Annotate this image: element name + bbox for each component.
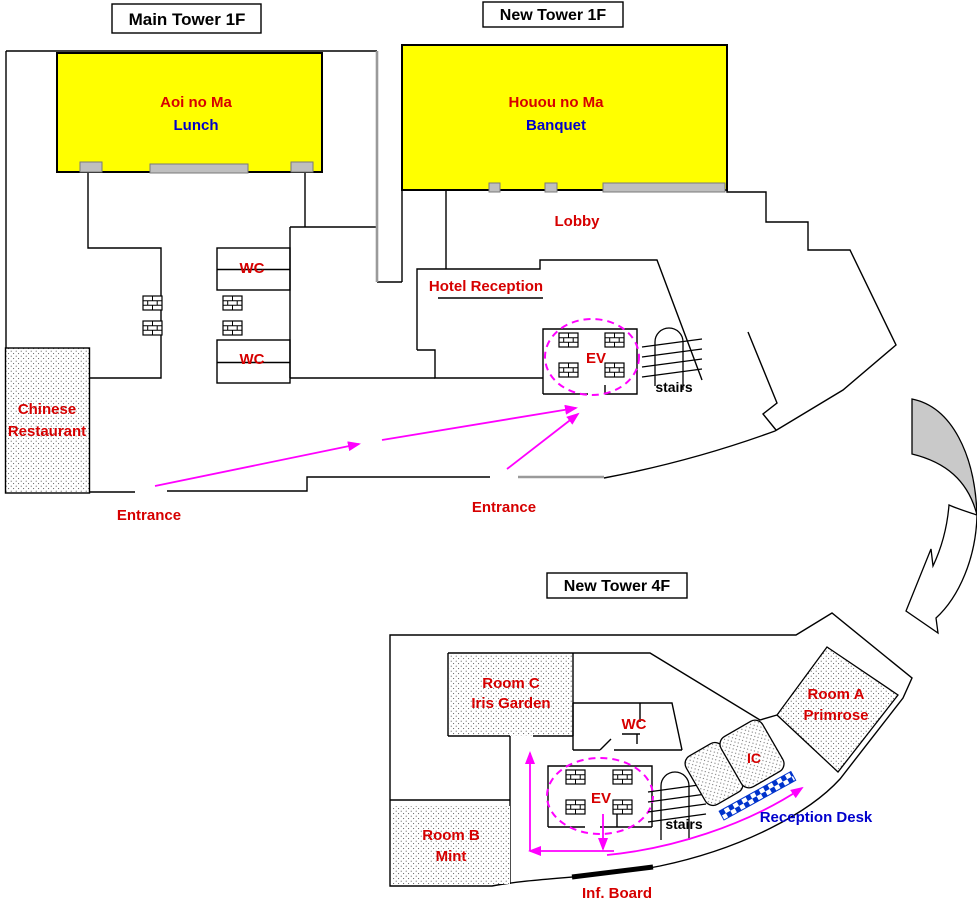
escalator-icon — [142, 295, 243, 336]
label-wc-4f: WC — [622, 716, 647, 733]
room-chinese-restaurant — [4, 347, 91, 494]
title-box-new-tower-4f — [546, 572, 688, 599]
elevator-room-4f — [547, 765, 653, 828]
label-reception-desk: Reception Desk — [760, 809, 873, 826]
room-a-primrose — [776, 646, 899, 773]
label-room-c: Room C — [482, 675, 540, 692]
label-ev-4f: EV — [591, 790, 611, 807]
ev-highlight-ellipse-1f — [544, 318, 640, 396]
room-b-mint — [392, 806, 510, 884]
wall-room-c — [447, 653, 574, 737]
label-houou-banquet: Banquet — [526, 117, 586, 134]
wall-1f-interior-left — [87, 172, 162, 379]
title-new-tower-4f: New Tower 4F — [564, 578, 671, 595]
wall-1f-outer-left — [5, 50, 490, 493]
wall-4f-top-interior — [448, 652, 778, 721]
label-restaurant: Restaurant — [8, 423, 86, 440]
label-wc-lower-1f: WC — [240, 351, 265, 368]
label-houou-no-ma: Houou no Ma — [509, 94, 605, 111]
label-inf-board: Inf. Board — [582, 885, 652, 902]
information-board-icon — [571, 864, 654, 880]
wc-rooms-1f — [216, 247, 291, 384]
ic-booths — [684, 719, 785, 807]
stairs-icon-4f — [647, 771, 707, 840]
label-room-b-name: Mint — [436, 848, 467, 865]
label-aoi-no-ma: Aoi no Ma — [160, 94, 232, 111]
wall-1f-right-steps — [726, 45, 897, 432]
label-hotel-reception: Hotel Reception — [429, 278, 543, 295]
title-box-new-tower-1f — [482, 1, 624, 28]
label-entrance-right: Entrance — [472, 499, 536, 516]
reception-desk-icon — [718, 770, 797, 821]
wall-1f-reception-area — [416, 190, 703, 381]
label-ic: IC — [747, 750, 761, 766]
ev-highlight-ellipse-4f — [546, 757, 654, 835]
floor-transition-arrow — [905, 398, 977, 635]
label-room-c-name: Iris Garden — [471, 695, 550, 712]
label-lobby: Lobby — [555, 213, 601, 230]
label-stairs-4f: stairs — [665, 816, 703, 832]
wall-1f-wc-area — [289, 172, 435, 379]
room-c-iris-garden — [449, 654, 573, 736]
title-main-tower-1f: Main Tower 1F — [129, 10, 246, 29]
doors-houou-no-ma — [488, 182, 726, 193]
wall-4f-outer — [389, 612, 913, 887]
title-box-main-tower-1f — [111, 3, 262, 34]
wall-1f-tower-connector — [377, 190, 403, 283]
label-room-b: Room B — [422, 827, 480, 844]
stairs-icon-1f — [641, 327, 703, 390]
wall-1f-notch — [747, 331, 778, 431]
label-aoi-lunch: Lunch — [174, 117, 219, 134]
label-entrance-left: Entrance — [117, 507, 181, 524]
label-ev-1f: EV — [586, 350, 606, 367]
doors-aoi-no-ma — [79, 161, 314, 174]
wall-1f-front-curve — [603, 430, 776, 479]
label-room-a-name: Primrose — [803, 707, 868, 724]
route-arrows-4f — [525, 751, 804, 856]
label-room-a: Room A — [808, 686, 865, 703]
label-stairs-1f: stairs — [655, 379, 693, 395]
wc-room-4f — [572, 702, 683, 751]
room-aoi-no-ma — [56, 52, 323, 173]
title-new-tower-1f: New Tower 1F — [500, 7, 607, 24]
label-wc-upper-1f: WC — [240, 260, 265, 277]
label-chinese: Chinese — [18, 401, 76, 418]
room-houou-no-ma — [401, 44, 728, 191]
route-arrows-1f — [154, 404, 580, 487]
